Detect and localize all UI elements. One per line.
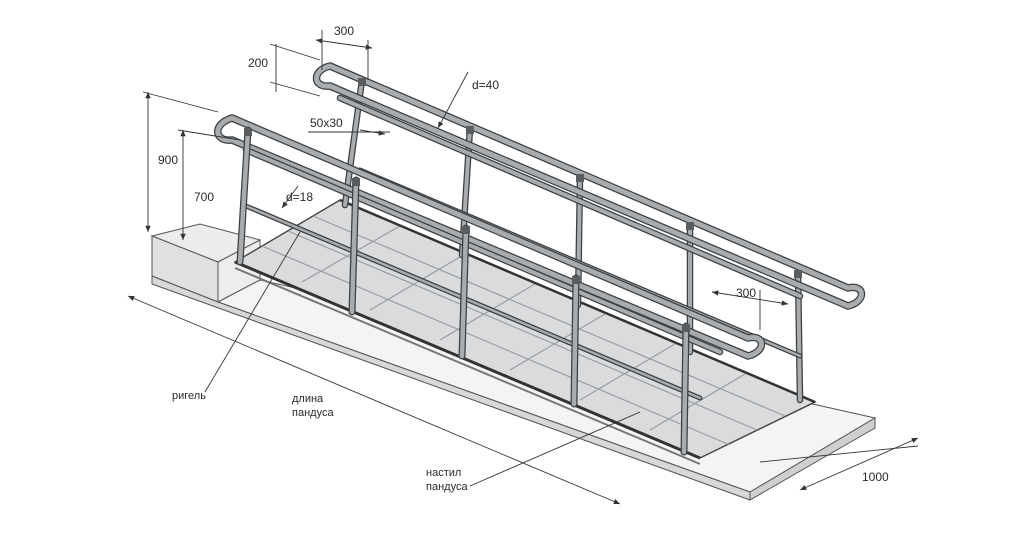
post-clamp-4 — [682, 324, 690, 332]
post-clamp-2 — [462, 226, 470, 234]
near-post-0 — [237, 127, 251, 265]
near-post-3 — [571, 275, 579, 407]
label-ramp-length-line1: длина — [292, 393, 324, 405]
label-ramp-length: длина пандуса — [292, 392, 334, 420]
dim-rail-diameter: d=18 — [286, 190, 314, 204]
label-ramp-deck-line2: пандуса — [426, 481, 468, 493]
post-clamp-7 — [576, 174, 584, 182]
near-post-4 — [681, 323, 689, 455]
post-clamp-8 — [686, 222, 694, 230]
near-upper-handrail — [215, 115, 764, 359]
post-clamp-5 — [358, 78, 366, 86]
post-clamp-9 — [794, 270, 802, 278]
near-lower-handrail — [244, 148, 722, 354]
dim-handrail-offset: 200 — [248, 56, 269, 70]
dim-tube-diameter: d=40 — [472, 78, 500, 92]
label-ramp-deck-line1: настил — [426, 467, 462, 479]
post-clamp-3 — [572, 276, 580, 284]
dim-ramp-width: 1000 — [862, 470, 889, 484]
dim-upper-height: 900 — [158, 153, 179, 167]
label-rigel: ригель — [172, 390, 206, 402]
dimension-lines — [127, 30, 919, 505]
dim-post-profile: 50x30 — [310, 116, 343, 130]
dim-end-extension: 300 — [736, 286, 757, 300]
far-upper-handrail — [314, 63, 864, 309]
post-clamp-1 — [352, 178, 360, 186]
label-ramp-deck: настил пандуса — [426, 466, 468, 494]
label-ramp-length-line2: пандуса — [292, 407, 334, 419]
post-clamp-6 — [466, 126, 474, 134]
post-clamp-0 — [244, 128, 252, 136]
dim-lower-height: 700 — [194, 190, 215, 204]
dim-top-gap: 300 — [334, 24, 355, 38]
far-post-4 — [796, 270, 802, 402]
near-post-1 — [349, 177, 359, 315]
far-lower-handrail — [338, 96, 802, 298]
